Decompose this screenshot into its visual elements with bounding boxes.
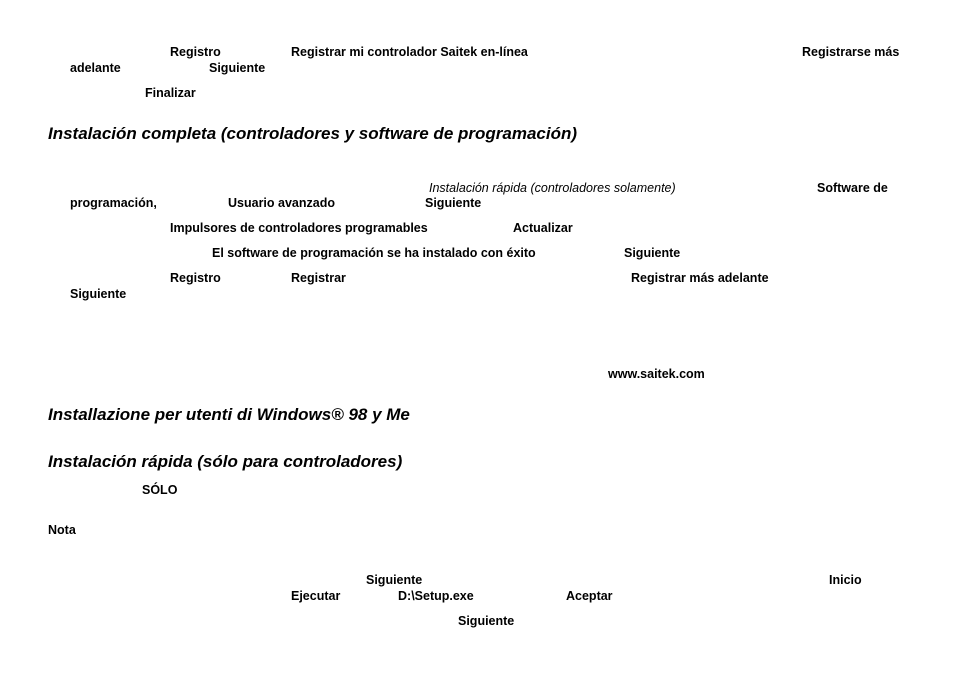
label-instalado-con-exito: El software de programación se ha instal… [212, 246, 536, 260]
label-usuario-avanzado: Usuario avanzado [228, 196, 335, 210]
heading-installazione-windows: Installazione per utenti di Windows® 98 … [48, 405, 410, 424]
label-programacion: programación, [70, 196, 157, 210]
label-nota: Nota [48, 523, 76, 537]
label-registrar: Registrar [291, 271, 346, 285]
label-siguiente: Siguiente [366, 573, 423, 587]
label-registrar-mas-adelante: Registrar más adelante [631, 271, 769, 285]
label-registro: Registro [170, 271, 221, 285]
label-inicio: Inicio [829, 573, 862, 587]
label-adelante: adelante [70, 61, 121, 75]
label-registrar-mi-controlador: Registrar mi controlador Saitek en-línea [291, 45, 528, 59]
label-website-url: www.saitek.com [608, 367, 705, 381]
label-registro: Registro [170, 45, 221, 59]
label-setup-path: D:\Setup.exe [398, 589, 474, 603]
label-siguiente: Siguiente [209, 61, 266, 75]
heading-instalacion-completa: Instalación completa (controladores y so… [48, 124, 578, 143]
label-ejecutar: Ejecutar [291, 589, 341, 603]
label-impulsores: Impulsores de controladores programables [170, 221, 428, 235]
label-aceptar: Aceptar [566, 589, 613, 603]
label-actualizar: Actualizar [513, 221, 573, 235]
label-registrarse-mas: Registrarse más [802, 45, 900, 59]
label-instalacion-rapida-solamente: Instalación rápida (controladores solame… [429, 181, 676, 195]
label-software-de: Software de [817, 181, 888, 195]
label-finalizar: Finalizar [145, 86, 196, 100]
heading-instalacion-rapida: Instalación rápida (sólo para controlado… [48, 452, 403, 471]
label-siguiente: Siguiente [624, 246, 681, 260]
label-siguiente: Siguiente [70, 287, 127, 301]
label-siguiente: Siguiente [458, 614, 515, 628]
label-siguiente: Siguiente [425, 196, 482, 210]
label-solo: SÓLO [142, 483, 178, 497]
